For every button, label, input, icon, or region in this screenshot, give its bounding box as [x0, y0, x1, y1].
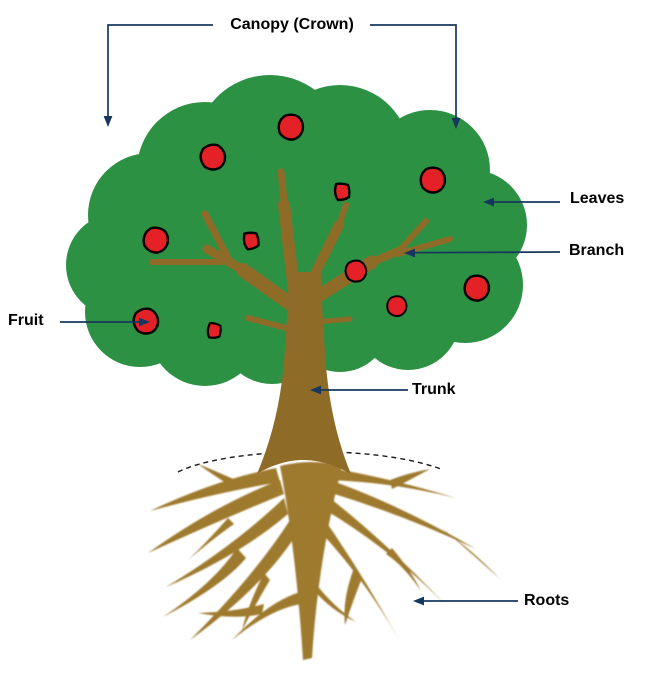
branches — [149, 168, 453, 333]
leaves-arrow-icon — [483, 197, 494, 207]
branch-arrow — [412, 251, 561, 254]
trunk-label: Trunk — [412, 381, 456, 398]
branch-arrow-icon — [404, 248, 415, 258]
fruit-arrow-icon — [139, 317, 150, 327]
leaves-label: Leaves — [570, 190, 625, 207]
roots-arrow-icon — [413, 596, 424, 606]
trunk-shape — [257, 272, 351, 474]
trunk-arrow-icon — [310, 385, 321, 395]
roots-label: Roots — [524, 592, 570, 609]
roots-system — [148, 462, 500, 660]
annotation-arrows — [60, 24, 561, 606]
canopy-bracket-left — [107, 24, 213, 116]
canopy-arrow-right-icon — [451, 118, 461, 129]
canopy-label: Canopy (Crown) — [230, 16, 354, 33]
fruit-label: Fruit — [8, 312, 44, 329]
soil-line — [177, 450, 442, 473]
fruit — [418, 165, 448, 195]
branch-label: Branch — [569, 242, 625, 259]
canopy-bracket-right — [370, 24, 457, 118]
fruit — [333, 182, 351, 202]
canopy-arrow-left-icon — [103, 116, 113, 127]
fruit — [386, 295, 408, 317]
fruit — [242, 230, 261, 251]
fruit — [205, 321, 223, 341]
